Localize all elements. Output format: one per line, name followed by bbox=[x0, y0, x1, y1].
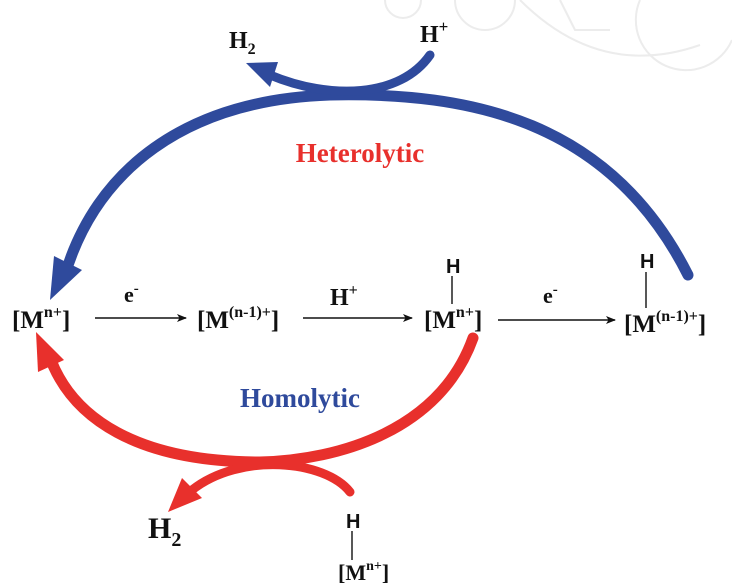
species-m-n: [Mn+] bbox=[12, 304, 70, 334]
homolytic-label: Homolytic bbox=[240, 383, 360, 413]
heterolytic-arrowhead bbox=[50, 256, 82, 300]
heterolytic-cycle-arc bbox=[58, 89, 694, 284]
h2-bottom: H2 bbox=[148, 512, 181, 551]
h2-release-arrowhead-top bbox=[246, 62, 278, 87]
species-m-n-1: [M(n-1)+] bbox=[197, 304, 279, 334]
bottom-complex: [Mn+] bbox=[338, 559, 389, 584]
hplus-consume-arc bbox=[265, 50, 435, 96]
hydride-h-label-2: H bbox=[640, 251, 654, 273]
h2-top: H2 bbox=[229, 28, 256, 58]
electron-label-1: e- bbox=[124, 281, 139, 307]
complex-consume-arc bbox=[187, 460, 355, 497]
species-hm-n-1: [M(n-1)+] bbox=[624, 308, 706, 338]
proton-label: H+ bbox=[330, 282, 358, 311]
heterolytic-label: Heterolytic bbox=[296, 138, 424, 168]
homolytic-arrowhead bbox=[36, 332, 64, 372]
bottom-hydride-h-label: H bbox=[346, 511, 360, 533]
watermark-arcs bbox=[384, 0, 732, 72]
h2-release-arrowhead-bottom bbox=[168, 478, 202, 512]
hydride-h-label: H bbox=[446, 256, 460, 278]
electron-label-2: e- bbox=[543, 282, 558, 308]
hplus-top: H+ bbox=[420, 17, 448, 48]
species-hm-n: [Mn+] bbox=[424, 304, 482, 334]
